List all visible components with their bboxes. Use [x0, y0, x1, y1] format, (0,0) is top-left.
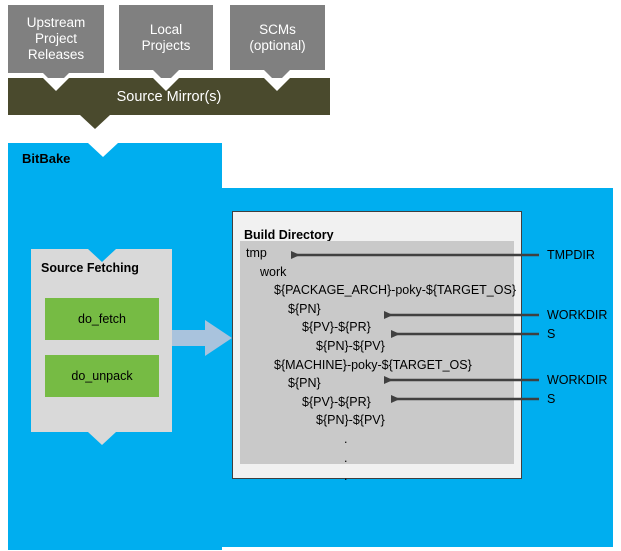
tree-node: tmp — [246, 246, 267, 260]
tree-node: ${PN}-${PV} — [316, 338, 385, 353]
tree-node: ${PACKAGE_ARCH}-poky-${TARGET_OS} — [274, 283, 516, 298]
source-box-scms-line-1: SCMs — [259, 21, 296, 37]
tree-node: ${PV}-${PR} — [302, 320, 371, 335]
tree-ellipsis-dot: . — [344, 431, 348, 446]
source-box-scms-line-2: (optional) — [249, 37, 306, 53]
bitbake-label: BitBake — [22, 151, 71, 166]
build-directory-tree: tmp work ${PACKAGE_ARCH}-poky-${TARGET_OS}… — [246, 244, 516, 486]
tree-node: ${PN} — [288, 376, 321, 391]
mirror-notch-scms-icon — [264, 78, 290, 91]
pointer-label-tmpdir: TMPDIR — [547, 248, 595, 262]
source-box-local-line-1: Local — [149, 21, 183, 37]
source-box-upstream-line-1: Upstream — [26, 15, 86, 30]
source-box-upstream-line-3: Releases — [27, 47, 85, 62]
pointer-label-s-1: S — [547, 327, 556, 341]
tree-node: ${PN} — [288, 301, 321, 316]
bitbake-top-notch-icon — [88, 143, 118, 157]
pointer-label-workdir-2: WORKDIR — [547, 373, 608, 387]
task-box-do-unpack[interactable]: do_unpack — [45, 355, 159, 397]
tree-ellipsis-dot: . — [344, 450, 348, 465]
flow-arrow-fetch-to-build-icon — [172, 320, 232, 356]
tree-ellipsis-dot: . — [344, 469, 348, 484]
source-box-local-projects: Local Projects — [119, 5, 213, 70]
source-fetching-panel — [31, 249, 172, 432]
tree-node: ${PV}-${PR} — [302, 394, 371, 409]
tree-node: ${MACHINE}-poky-${TARGET_OS} — [274, 357, 472, 372]
tree-node: work — [260, 264, 287, 279]
source-box-scms: SCMs (optional) — [230, 5, 325, 70]
source-box-local-line-2: Projects — [141, 37, 191, 53]
source-fetching-title: Source Fetching — [41, 261, 139, 275]
task-label-do-unpack: do_unpack — [71, 369, 133, 383]
tree-node: ${PN}-${PV} — [316, 413, 385, 428]
build-directory-title: Build Directory — [244, 228, 334, 242]
pointer-label-workdir-1: WORKDIR — [547, 308, 608, 322]
source-fetching-inlet-notch-icon — [88, 249, 116, 262]
source-mirror-label: Source Mirror(s) — [116, 88, 222, 105]
source-box-upstream-line-2: Project — [34, 31, 77, 46]
source-box-upstream: Upstream Project Releases — [8, 5, 104, 73]
mirror-notch-local-icon — [153, 78, 179, 91]
task-box-do-fetch[interactable]: do_fetch — [45, 298, 159, 340]
mirror-notch-upstream-icon — [43, 78, 69, 91]
pointer-label-s-2: S — [547, 392, 556, 406]
arrow-mirror-to-bitbake-icon — [80, 115, 110, 129]
task-label-do-fetch: do_fetch — [78, 312, 126, 326]
source-fetching-outlet-notch-icon — [88, 432, 116, 445]
build-directory-tree-panel — [240, 241, 514, 464]
